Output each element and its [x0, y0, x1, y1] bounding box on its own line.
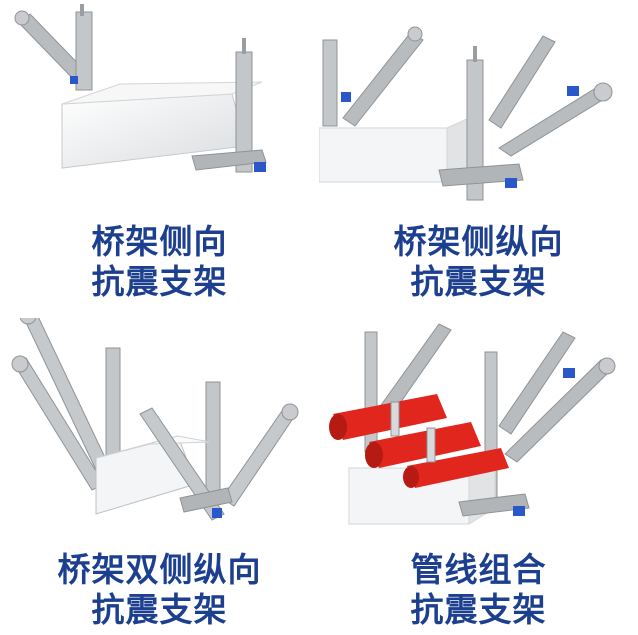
brace-hinge — [598, 357, 616, 375]
cross-beam — [458, 493, 530, 517]
cross-beam — [438, 163, 524, 187]
red-pipe — [403, 448, 509, 488]
caption-line-2: 抗震支架 — [91, 262, 228, 301]
pipe-clamp — [390, 401, 400, 437]
vertical-channel-left — [322, 39, 338, 127]
cable-tray — [319, 127, 448, 183]
panel-combined-pipeline-bracket: 管线组合 抗震支架 — [319, 318, 638, 635]
brace-hinge — [407, 26, 423, 42]
caption-line-1: 桥架侧向 — [91, 222, 228, 261]
brace-hinge — [11, 355, 29, 373]
bolt-blue — [341, 92, 351, 102]
bolt-blue — [70, 76, 78, 84]
cable-tray-top — [95, 435, 211, 459]
bolt-blue — [505, 178, 517, 188]
diagonal-brace — [498, 331, 576, 435]
brace-hinge — [19, 318, 37, 325]
double-lateral-illustration — [11, 318, 299, 521]
diagonal-brace — [221, 407, 297, 507]
panel-lateral-longitudinal-bracket: 桥架侧纵向 抗震支架 — [319, 0, 638, 317]
lateral-bracket-illustration — [14, 4, 267, 173]
bolt-blue — [212, 508, 222, 518]
vertical-channel — [105, 347, 121, 469]
diagonal-brace — [139, 407, 225, 521]
diagonal-brace — [342, 31, 424, 127]
bolt-blue — [567, 86, 579, 96]
red-pipe — [329, 394, 447, 440]
red-pipe — [365, 422, 481, 468]
panel-caption: 桥架侧纵向 抗震支架 — [319, 222, 638, 302]
caption-line-1: 管线组合 — [410, 550, 547, 589]
caption-line-2: 抗震支架 — [410, 590, 547, 629]
threaded-rod — [473, 46, 477, 62]
threaded-rod — [80, 4, 84, 16]
panel-lateral-tray-bracket: 桥架侧向 抗震支架 — [0, 0, 319, 317]
panel-caption: 管线组合 抗震支架 — [319, 550, 638, 630]
vertical-channel-left — [75, 11, 93, 91]
caption-line-1: 桥架侧纵向 — [393, 222, 564, 261]
bolt-blue — [254, 162, 266, 172]
panel-caption: 桥架双侧纵向 抗震支架 — [0, 550, 319, 630]
brace-hinge — [14, 10, 30, 26]
pipe-clamp — [426, 427, 436, 463]
bolt-blue — [513, 506, 525, 516]
brace-hinge — [281, 403, 299, 421]
brace-hinge — [593, 82, 613, 102]
combined-pipeline-illustration — [329, 323, 616, 525]
cross-beam — [179, 487, 233, 513]
panel-caption: 桥架侧向 抗震支架 — [0, 222, 319, 302]
caption-line-2: 抗震支架 — [91, 590, 228, 629]
diagonal-brace — [488, 35, 556, 129]
caption-line-2: 抗震支架 — [410, 262, 547, 301]
panel-double-lateral-bracket: 桥架双侧纵向 抗震支架 — [0, 318, 319, 635]
caption-line-1: 桥架双侧纵向 — [57, 550, 262, 589]
cable-tray-top — [61, 81, 263, 105]
bolt-blue — [563, 368, 575, 378]
threaded-rod — [242, 38, 246, 54]
lateral-longitudinal-illustration — [319, 26, 613, 201]
